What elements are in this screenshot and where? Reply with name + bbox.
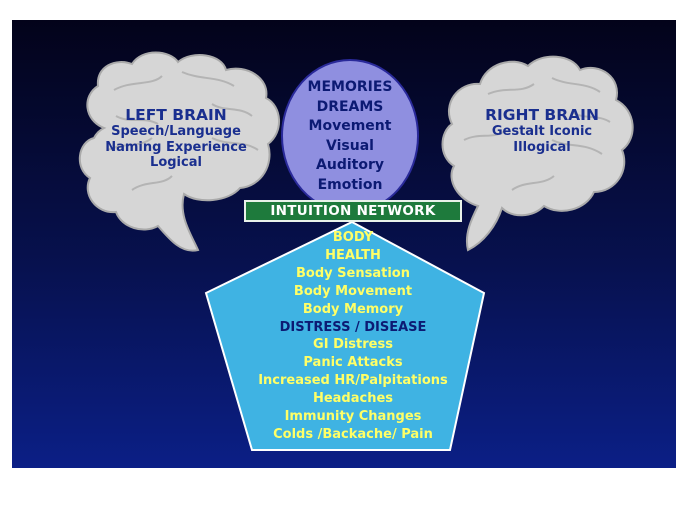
health-heading: HEALTH	[325, 247, 381, 263]
oval-line: MEMORIES	[307, 79, 393, 95]
left-brain-shape	[79, 51, 280, 252]
intuition-network-banner: INTUITION NETWORK	[244, 200, 462, 222]
left-brain-line: Naming Experience	[105, 139, 247, 155]
body-item: Body Memory	[302, 301, 404, 317]
body-heading: BODY	[332, 230, 374, 245]
oval-line: DREAMS	[316, 98, 384, 115]
body-item: Body Sensation	[296, 265, 410, 281]
right-brain-line: Illogical	[513, 139, 571, 155]
distress-item: Increased HR/Palpitations	[258, 373, 448, 389]
left-brain-line: Logical	[150, 154, 202, 170]
left-brain-line: Speech/Language	[111, 124, 241, 140]
diagram-shapes	[79, 51, 634, 451]
oval-line: Visual	[326, 137, 374, 154]
left-brain-title: LEFT BRAIN	[125, 106, 227, 124]
body-item: Body Movement	[293, 283, 413, 299]
distress-item: Panic Attacks	[303, 355, 403, 371]
oval-text: MEMORIES DREAMS Movement Visual Auditory…	[290, 78, 410, 196]
distress-item: Immunity Changes	[284, 409, 422, 425]
body-pentagon	[204, 220, 486, 451]
distress-item: Headaches	[312, 391, 394, 407]
slide-background: LEFT BRAIN Speech/Language Naming Experi…	[12, 20, 676, 468]
left-brain-text: LEFT BRAIN Speech/Language Naming Experi…	[86, 106, 266, 170]
oval-line: Movement	[308, 118, 392, 135]
distress-heading: DISTRESS / DISEASE	[279, 319, 427, 335]
pentagon-text: BODY HEALTH Body Sensation Body Movement…	[244, 229, 462, 444]
right-brain-shape	[441, 55, 634, 252]
right-brain-title: RIGHT BRAIN	[485, 106, 599, 124]
oval-line: Auditory	[316, 157, 384, 174]
right-brain-line: Gestalt Iconic	[491, 124, 593, 140]
right-brain-text: RIGHT BRAIN Gestalt Iconic Illogical	[462, 106, 622, 155]
oval-line: Emotion	[317, 176, 383, 193]
distress-item: Colds /Backache/ Pain	[273, 426, 433, 442]
distress-item: GI Distress	[313, 337, 393, 353]
